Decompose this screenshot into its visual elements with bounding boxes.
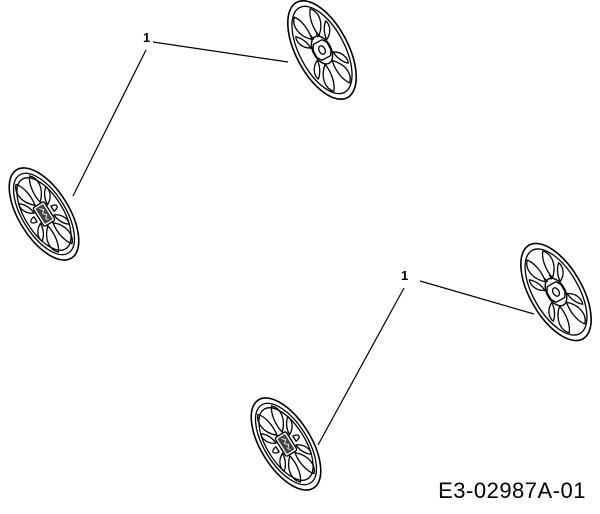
leader-line bbox=[317, 287, 405, 446]
hubcap-right bbox=[505, 231, 600, 353]
hubcap-bottom bbox=[236, 385, 336, 503]
hubcap-top-right bbox=[272, 0, 372, 111]
leader-line bbox=[419, 280, 535, 315]
callout-number: 1 bbox=[401, 268, 408, 283]
leader-line bbox=[72, 49, 147, 197]
callout-number: 1 bbox=[143, 30, 150, 45]
hubcap-left bbox=[0, 155, 94, 273]
leader-line bbox=[152, 41, 289, 63]
drawing-code: E3-02987A-01 bbox=[438, 478, 586, 503]
